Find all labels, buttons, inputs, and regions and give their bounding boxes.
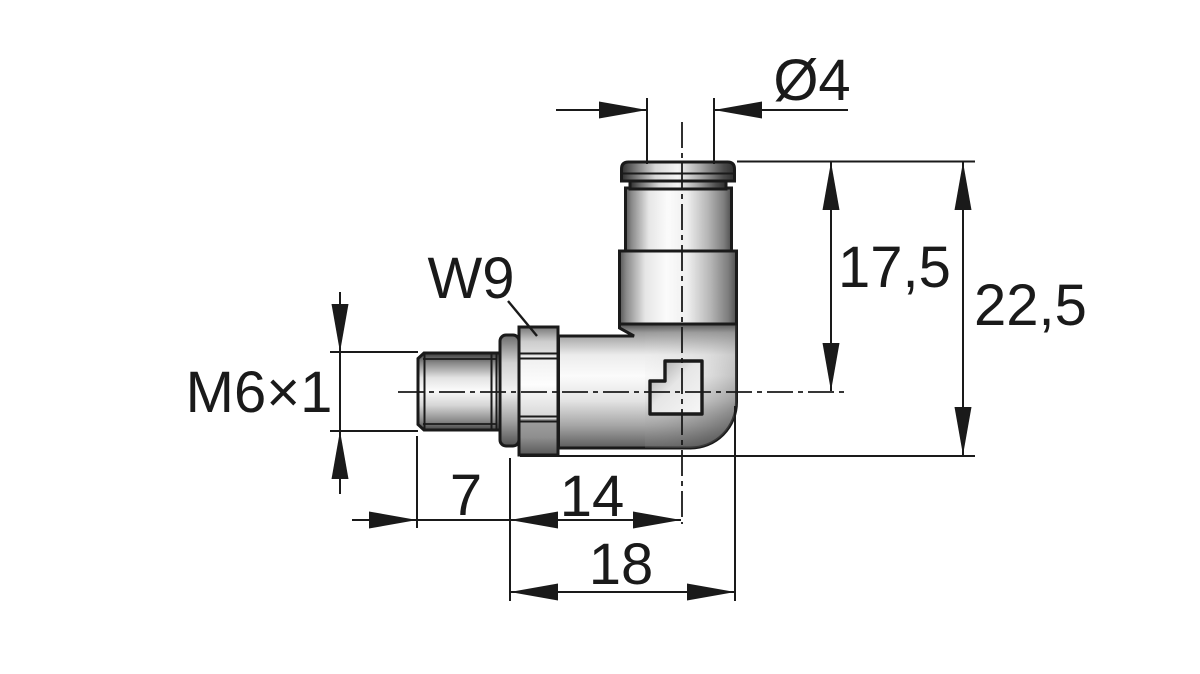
dimension-thread-length: 7 [352, 436, 510, 529]
dim-arrow-up-icon [822, 162, 840, 210]
dimension-overall-length: 18 [510, 406, 736, 601]
tube-stop-step-detail [648, 359, 704, 416]
port-upper-tube [624, 186, 733, 253]
wrench-size-label: W9 [428, 246, 515, 311]
dimension-tube-diameter: Ø4 [556, 48, 851, 164]
dim-arrow-up-icon [954, 162, 972, 210]
port-lower-section [618, 249, 738, 326]
overall-length-label: 18 [589, 532, 654, 597]
dim-arrow-left-icon [714, 101, 762, 119]
dim-arrow-right-icon [599, 101, 647, 119]
thread-length-label: 7 [450, 463, 482, 528]
hex-nut-top-facet [519, 327, 558, 356]
overall-height-label: 22,5 [974, 273, 1087, 338]
height-to-axis-label: 17,5 [838, 235, 951, 300]
wrench-size-callout: W9 [428, 246, 538, 337]
dim-arrow-down-icon [954, 407, 972, 455]
dimension-overall-height: 22,5 [520, 162, 1087, 457]
release-sleeve [620, 160, 736, 183]
dim-arrow-right-icon [687, 583, 735, 601]
dim-arrow-up-icon [331, 431, 349, 479]
dim-arrow-down-icon [822, 343, 840, 391]
dim-arrow-down-icon [331, 304, 349, 352]
dim-arrow-right-icon [369, 511, 417, 529]
axis-offset-label: 14 [560, 464, 625, 529]
dimension-thread: M6×1 [186, 292, 418, 494]
hex-nut-bottom-facet [519, 419, 558, 455]
sealing-collar [498, 333, 521, 448]
dimension-axis-offset: 14 [509, 458, 681, 601]
dim-arrow-right-icon [633, 511, 681, 529]
dim-arrow-left-icon [510, 583, 558, 601]
leader-line [507, 300, 538, 337]
thread-label: M6×1 [186, 360, 333, 425]
fitting-part [416, 160, 738, 457]
dimension-height-to-axis: 17,5 [737, 160, 975, 391]
dim-arrow-left-icon [510, 511, 558, 529]
tube-diameter-label: Ø4 [773, 48, 850, 113]
